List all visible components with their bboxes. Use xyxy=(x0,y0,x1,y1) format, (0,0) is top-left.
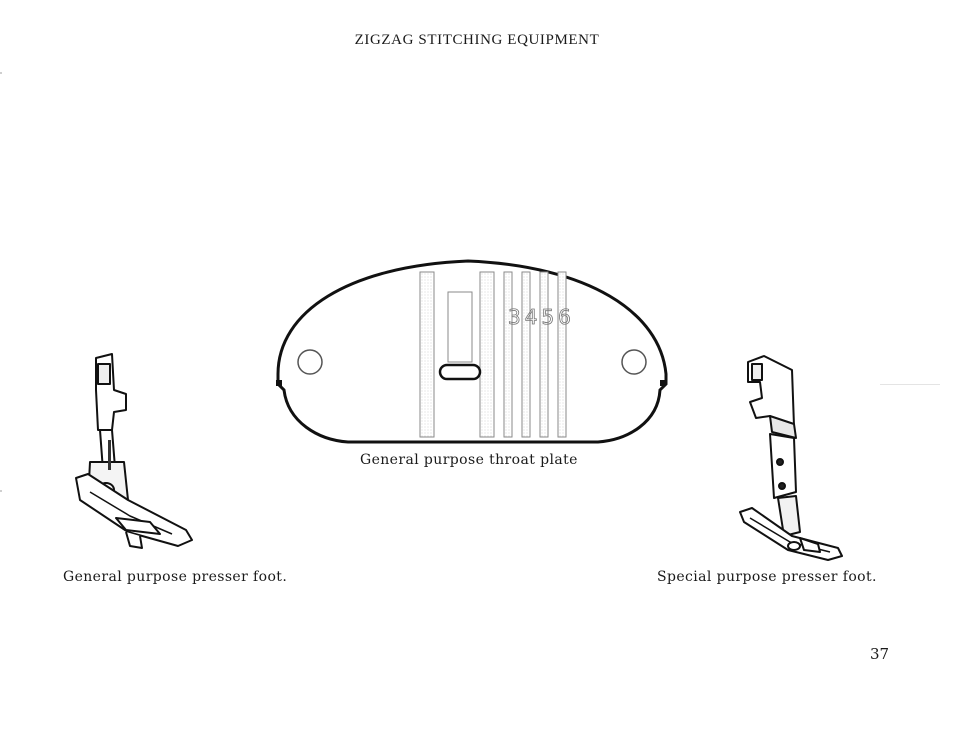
page-number: 37 xyxy=(870,645,890,663)
plate-number: 3456 xyxy=(508,305,575,329)
scan-speck xyxy=(0,490,2,492)
needle-slot xyxy=(438,363,482,381)
special-presser-foot-illustration xyxy=(734,352,846,564)
scan-speck xyxy=(880,384,940,385)
screw-hole-right xyxy=(621,349,647,375)
page-title: ZIGZAG STITCHING EQUIPMENT xyxy=(354,32,600,48)
general-presser-foot-illustration xyxy=(68,350,198,560)
throat-plate-caption: General purpose throat plate xyxy=(360,452,578,468)
throat-plate-illustration: 3456 xyxy=(268,252,678,452)
scan-speck xyxy=(0,72,2,74)
general-presser-foot-caption: General purpose presser foot. xyxy=(63,569,288,585)
screw-hole-left xyxy=(297,349,323,375)
feed-dog-slots xyxy=(419,271,567,438)
special-presser-foot-caption: Special purpose presser foot. xyxy=(657,569,877,585)
